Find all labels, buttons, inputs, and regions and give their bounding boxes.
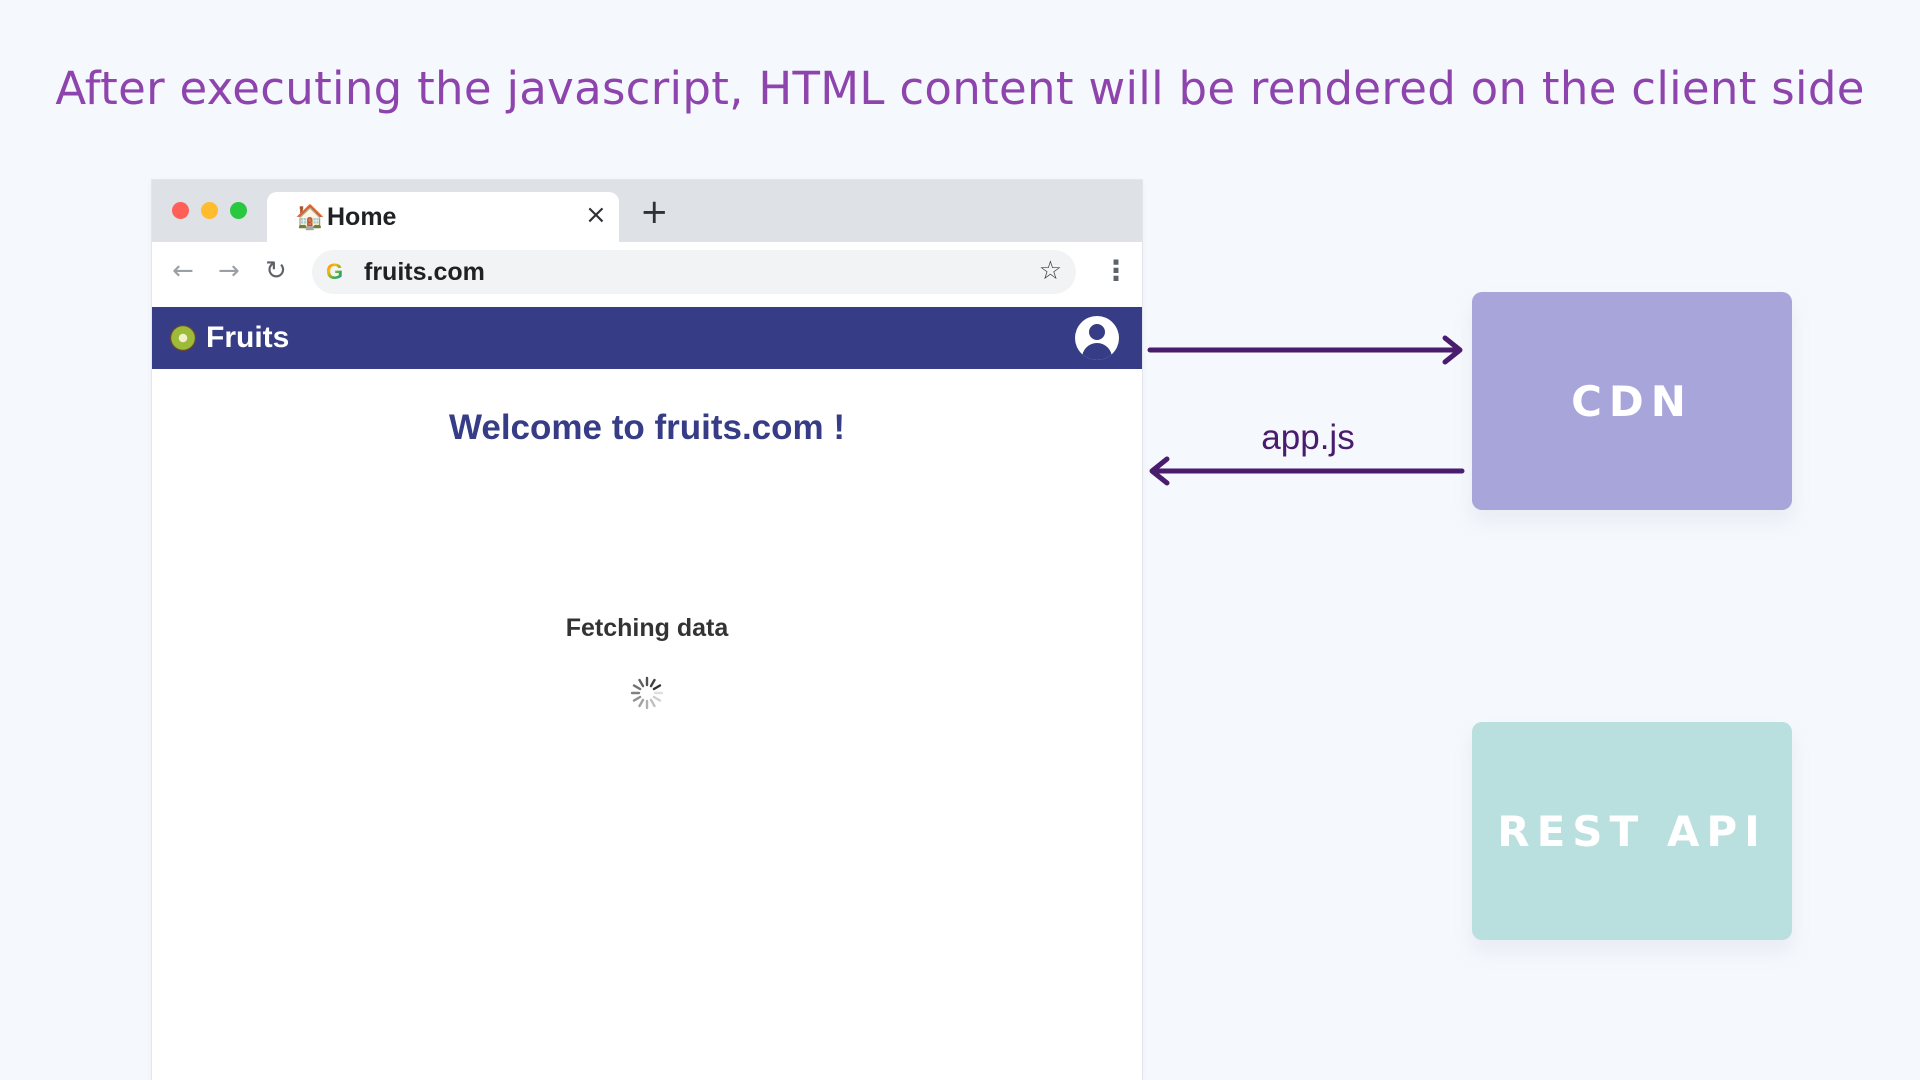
minimize-window-button[interactable] xyxy=(201,202,218,219)
house-icon: 🏠 xyxy=(295,203,325,231)
welcome-heading: Welcome to fruits.com ! xyxy=(448,408,846,447)
spinner-tick xyxy=(632,695,642,702)
back-arrow-icon[interactable]: ← xyxy=(172,256,194,286)
spinner-tick xyxy=(632,684,642,691)
tab-title: Home xyxy=(327,203,397,231)
forward-arrow-icon[interactable]: → xyxy=(218,256,240,286)
spinner-tick xyxy=(652,684,662,691)
bookmark-star-icon[interactable]: ☆ xyxy=(1038,256,1062,286)
app-brand[interactable]: Fruits xyxy=(206,321,290,354)
kiwi-logo-icon xyxy=(170,325,196,351)
new-tab-button[interactable]: + xyxy=(640,192,669,232)
tab-home[interactable]: 🏠 Home × xyxy=(267,192,619,242)
spinner-tick xyxy=(638,678,645,688)
reload-icon[interactable]: ↻ xyxy=(265,256,287,286)
url-text[interactable]: fruits.com xyxy=(364,258,485,286)
response-arrowhead xyxy=(1149,456,1170,486)
app-header: Fruits xyxy=(152,307,1142,369)
browser-window: 🏠 Home × + ← → ↻ G fruits.com ☆ ⋮ Fruits… xyxy=(152,180,1142,1080)
slide-title: After executing the javascript, HTML con… xyxy=(55,62,1865,115)
google-icon: G xyxy=(326,259,344,284)
browser-toolbar: ← → ↻ G fruits.com ☆ ⋮ xyxy=(152,242,1142,304)
loading-spinner-icon xyxy=(630,676,664,710)
cdn-box: CDN xyxy=(1472,292,1792,510)
close-window-button[interactable] xyxy=(172,202,189,219)
tab-bar: 🏠 Home × + xyxy=(152,180,1142,242)
spinner-tick xyxy=(652,695,662,702)
close-tab-icon[interactable]: × xyxy=(585,200,607,230)
data-flow-arrows xyxy=(1147,335,1465,486)
spinner-tick xyxy=(649,698,656,708)
spinner-tick xyxy=(649,678,656,688)
rest-api-box: REST API xyxy=(1472,722,1792,940)
spinner-tick xyxy=(638,698,645,708)
response-label: app.js xyxy=(1261,418,1355,457)
maximize-window-button[interactable] xyxy=(230,202,247,219)
address-bar[interactable]: G fruits.com ☆ xyxy=(312,250,1076,294)
account-avatar-icon[interactable] xyxy=(1075,316,1119,360)
loading-status: Fetching data xyxy=(565,614,729,642)
browser-menu-icon[interactable]: ⋮ xyxy=(1102,254,1130,287)
request-arrowhead xyxy=(1442,335,1463,365)
